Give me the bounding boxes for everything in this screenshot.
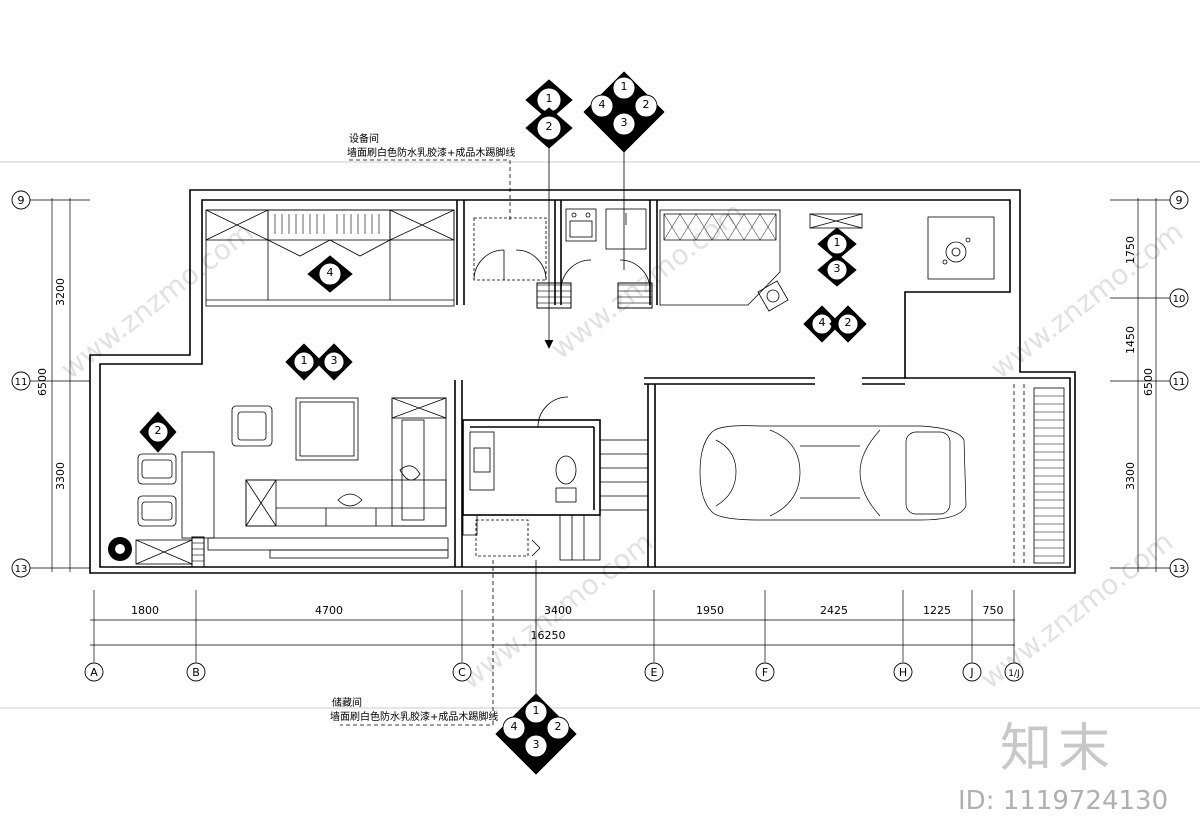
elev-label: 2 xyxy=(155,424,162,437)
watermark-site: www.znzmo.com xyxy=(544,195,749,366)
dim-6: 1225 xyxy=(923,604,951,617)
elev-label: 1 xyxy=(834,236,841,249)
dimension-texts: 1800 4700 3400 1950 2425 1225 750 16250 … xyxy=(36,236,1155,642)
walls xyxy=(89,189,1076,574)
axis-bubbles xyxy=(11,190,1189,682)
axis-label-a: A xyxy=(90,666,98,679)
garage xyxy=(1013,384,1065,567)
dimension-lines xyxy=(30,198,1170,662)
axis-label-left-11: 11 xyxy=(15,377,28,388)
dim-left-2: 3300 xyxy=(54,462,67,490)
watermark-brand: 知末 xyxy=(1000,719,1117,779)
dim-right-total: 6500 xyxy=(1142,368,1155,396)
elev-label: 4 xyxy=(327,266,334,279)
axis-label-left-13: 13 xyxy=(15,564,28,575)
axis-label-right-11: 11 xyxy=(1173,377,1186,388)
axis-label-left-9: 9 xyxy=(18,194,25,207)
axis-label-h: H xyxy=(899,666,907,679)
elev-label: 1 xyxy=(621,80,628,93)
dim-right-3: 3300 xyxy=(1124,462,1137,490)
elev-label: 3 xyxy=(331,354,338,367)
axis-label-1j: 1/J xyxy=(1008,669,1019,679)
elev-label: 1 xyxy=(546,92,553,105)
plant-icon xyxy=(108,537,132,561)
elev-label: 4 xyxy=(511,720,518,733)
leader-lines xyxy=(340,159,511,726)
section-lines xyxy=(535,140,625,700)
elev-label: 2 xyxy=(555,720,562,733)
stairs xyxy=(559,439,649,561)
dim-right-1: 1750 xyxy=(1124,236,1137,264)
dim-total: 16250 xyxy=(531,629,566,642)
watermark-id: ID: 1119724130 xyxy=(958,786,1169,816)
outer-wall xyxy=(89,189,1076,574)
elev-label: 1 xyxy=(301,354,308,367)
utility-room xyxy=(809,213,995,280)
dim-1: 1800 xyxy=(131,604,159,617)
elev-label: 3 xyxy=(834,262,841,275)
elev-label: 3 xyxy=(533,738,540,751)
axis-label-c: C xyxy=(458,666,466,679)
dim-4: 1950 xyxy=(696,604,724,617)
storage-cabinets xyxy=(205,209,455,307)
axis-label-f: F xyxy=(762,666,768,679)
bathroom xyxy=(462,396,577,557)
elev-label: 4 xyxy=(819,316,826,329)
elev-label: 2 xyxy=(845,316,852,329)
elev-label: 3 xyxy=(621,116,628,129)
axis-labels: A B C E F H J 1/J 9 11 13 9 10 11 13 xyxy=(15,194,1186,679)
dim-7: 750 xyxy=(983,604,1004,617)
elevation-symbols xyxy=(139,71,867,775)
equipment-room-finish: 墙面刷白色防水乳胶漆+成品木踢脚线 xyxy=(347,148,516,159)
elev-label: 2 xyxy=(643,98,650,111)
car-icon xyxy=(699,425,967,521)
elev-label: 2 xyxy=(546,120,553,133)
axis-label-right-13: 13 xyxy=(1173,564,1186,575)
dim-left-1: 3200 xyxy=(54,278,67,306)
axis-label-right-9: 9 xyxy=(1176,194,1183,207)
axis-label-e: E xyxy=(651,666,658,679)
elev-label: 1 xyxy=(533,704,540,717)
inner-wall xyxy=(99,199,1071,568)
axis-label-b: B xyxy=(192,666,200,679)
dim-right-2: 1450 xyxy=(1124,326,1137,354)
living-furniture xyxy=(135,397,449,565)
dim-3: 3400 xyxy=(544,604,572,617)
dim-left-total: 6500 xyxy=(36,368,49,396)
storage-room-title: 储藏间 xyxy=(332,698,362,709)
kitchen-appliances xyxy=(560,208,651,291)
elevation-labels: 1 2 1 2 3 4 4 1 3 2 1 3 4 2 1 2 3 4 xyxy=(155,80,852,751)
equipment-room xyxy=(473,217,547,281)
storage-room-finish: 墙面刷白色防水乳胶漆+成品木踢脚线 xyxy=(330,712,499,723)
elev-label: 4 xyxy=(599,98,606,111)
axis-label-j: J xyxy=(969,666,973,679)
closet xyxy=(659,209,789,312)
dim-2: 4700 xyxy=(315,604,343,617)
watermark-site: www.znzmo.com xyxy=(984,215,1189,386)
equipment-room-title: 设备间 xyxy=(349,134,379,145)
watermark-layer: www.znzmo.com www.znzmo.com www.znzmo.co… xyxy=(54,195,1189,696)
dim-5: 2425 xyxy=(820,604,848,617)
axis-label-right-10: 10 xyxy=(1173,294,1186,305)
